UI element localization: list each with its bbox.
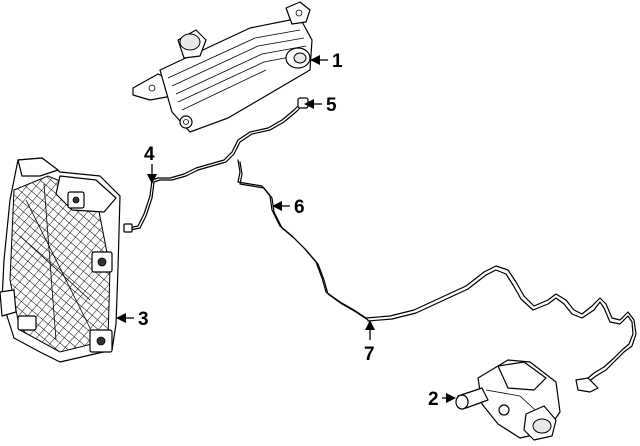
callout-6: 6 [272, 197, 305, 218]
callout-4: 4 [144, 144, 157, 184]
callout-7-label: 7 [364, 344, 375, 365]
callout-4-label: 4 [144, 144, 155, 165]
callout-5-label: 5 [326, 95, 337, 116]
callout-3-label: 3 [138, 309, 149, 330]
wiring-harness [123, 97, 637, 393]
callout-3: 3 [116, 309, 149, 330]
callout-2-label: 2 [428, 389, 439, 410]
callout-5: 5 [304, 95, 337, 116]
callout-7: 7 [364, 320, 375, 365]
callout-1-label: 1 [332, 51, 343, 72]
part-3-bracket [0, 157, 121, 363]
part-1-module [132, 1, 313, 133]
callout-2: 2 [428, 389, 456, 410]
callout-1: 1 [310, 51, 343, 72]
callout-6-label: 6 [294, 197, 305, 218]
part-2-sensor [455, 359, 561, 441]
